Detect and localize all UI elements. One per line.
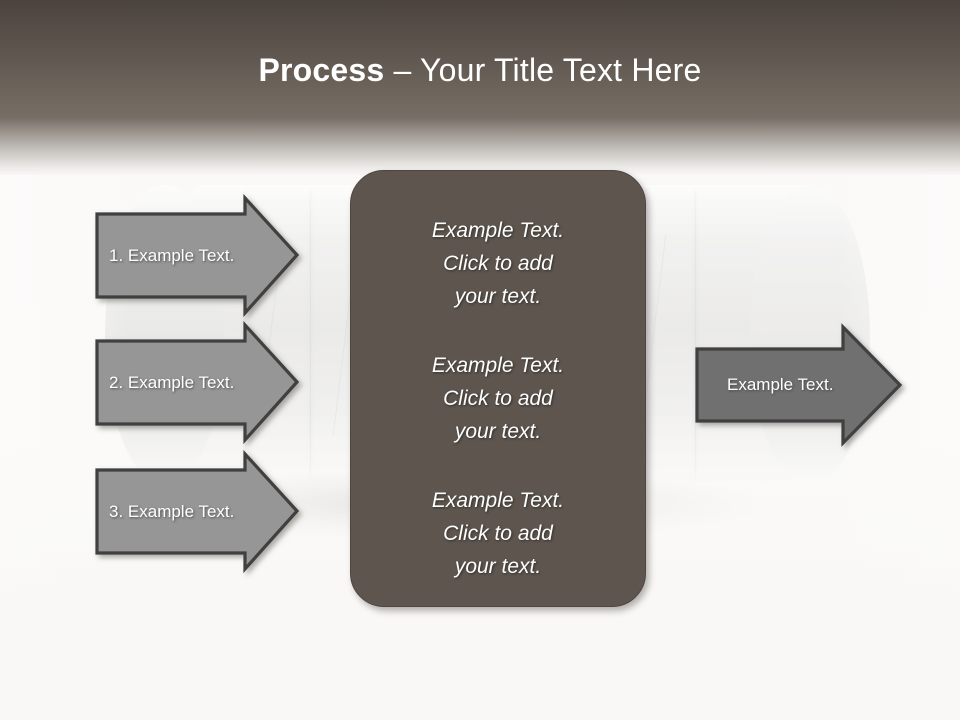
process-center-panel[interactable]: Example Text. Click to add your text. Ex… [350, 170, 646, 607]
center-panel-paragraph-3: Example Text. Click to add your text. [431, 488, 565, 578]
arrow-right-shape-icon [695, 323, 903, 447]
page-title-strong: Process [258, 52, 385, 88]
arrow-right-shape-icon [95, 449, 300, 574]
title-band [0, 0, 960, 175]
page-title: Process – Your Title Text Here [0, 52, 960, 89]
center-panel-paragraph-2: Example Text. Click to add your text. [431, 353, 565, 443]
process-step-arrow-2[interactable]: 2. Example Text. [95, 320, 300, 445]
process-step-arrow-3-label: 3. Example Text. [109, 502, 235, 521]
process-output-arrow[interactable]: Example Text. [695, 323, 903, 447]
center-panel-paragraph-1: Example Text. Click to add your text. [431, 219, 565, 308]
process-output-arrow-label: Example Text. [727, 375, 834, 394]
process-step-arrow-2-label: 2. Example Text. [109, 373, 235, 392]
page-title-rest: – Your Title Text Here [384, 52, 702, 88]
process-step-arrow-1[interactable]: 1. Example Text. [95, 193, 300, 318]
arrow-right-shape-icon [95, 320, 300, 445]
process-step-arrow-3[interactable]: 3. Example Text. [95, 449, 300, 574]
arrow-right-shape-icon [95, 193, 300, 318]
process-step-arrow-1-label: 1. Example Text. [109, 246, 235, 265]
